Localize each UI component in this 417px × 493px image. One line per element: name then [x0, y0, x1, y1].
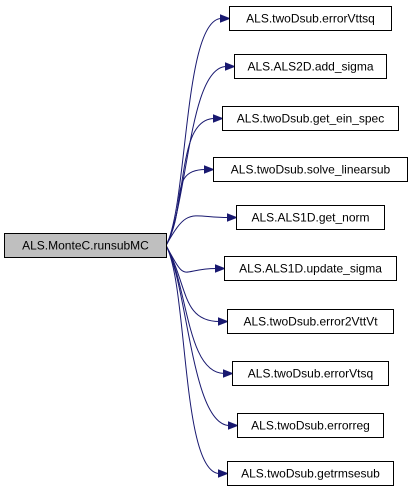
call-edge-arrowhead [204, 165, 215, 174]
root-node-box [4, 233, 167, 258]
callee-node-label: ALS.ALS1D.get_norm [251, 211, 369, 225]
root-node-label: ALS.MonteC.runsubMC [22, 239, 149, 253]
call-edge [165, 245, 220, 474]
callee-node-box [224, 256, 397, 281]
callee-node[interactable]: ALS.twoDsub.getrmsesub [227, 461, 394, 486]
call-edge [165, 245, 217, 273]
call-edge [165, 169, 206, 246]
callee-node-box [236, 205, 385, 230]
call-edge-arrowhead [218, 469, 229, 478]
call-edge [165, 18, 222, 246]
callee-node-box [229, 6, 392, 31]
callee-node-label: ALS.twoDsub.errorreg [251, 419, 370, 433]
call-edge-arrowhead [223, 369, 234, 378]
callee-node[interactable]: ALS.ALS1D.update_sigma [224, 256, 397, 281]
callee-node-box [232, 361, 389, 386]
callee-node[interactable]: ALS.twoDsub.solve_linearsub [213, 157, 408, 182]
callee-node-label: ALS.twoDsub.getrmsesub [241, 467, 380, 481]
call-edge-arrowhead [227, 213, 238, 222]
callee-node-box [227, 309, 394, 334]
callee-node[interactable]: ALS.twoDsub.get_ein_spec [222, 106, 399, 131]
callee-node-label: ALS.ALS2D.add_sigma [247, 60, 373, 74]
callee-node-label: ALS.twoDsub.error2VttVt [243, 315, 378, 329]
callee-nodes: ALS.twoDsub.errorVttsqALS.ALS2D.add_sigm… [213, 6, 408, 486]
callee-node-label: ALS.twoDsub.solve_linearsub [231, 163, 391, 177]
callee-node-box [234, 54, 387, 79]
call-edge [165, 245, 230, 426]
callee-node[interactable]: ALS.twoDsub.errorreg [237, 413, 384, 438]
call-edge-arrowhead [220, 14, 231, 23]
call-edge-arrowhead [213, 114, 224, 123]
callee-node-label: ALS.ALS1D.update_sigma [239, 262, 382, 276]
call-edge [165, 215, 229, 246]
callee-node-box [222, 106, 399, 131]
callee-node[interactable]: ALS.ALS2D.add_sigma [234, 54, 387, 79]
root-node[interactable]: ALS.MonteC.runsubMC [4, 233, 167, 258]
callee-node-box [213, 157, 408, 182]
call-edge-arrowhead [215, 264, 226, 273]
callee-node-label: ALS.twoDsub.errorVttsq [246, 12, 375, 26]
callee-node[interactable]: ALS.ALS1D.get_norm [236, 205, 385, 230]
callee-node[interactable]: ALS.twoDsub.errorVtsq [232, 361, 389, 386]
call-edge-arrowhead [225, 62, 236, 71]
call-edge-arrowhead [228, 421, 239, 430]
callee-node-label: ALS.twoDsub.get_ein_spec [237, 112, 384, 126]
call-edge [165, 245, 220, 322]
callee-node[interactable]: ALS.twoDsub.error2VttVt [227, 309, 394, 334]
callee-node-box [227, 461, 394, 486]
callee-node-label: ALS.twoDsub.errorVtsq [248, 367, 373, 381]
callee-node-box [237, 413, 384, 438]
call-edges [165, 14, 239, 478]
callee-node[interactable]: ALS.twoDsub.errorVttsq [229, 6, 392, 31]
call-edge-arrowhead [218, 317, 229, 326]
